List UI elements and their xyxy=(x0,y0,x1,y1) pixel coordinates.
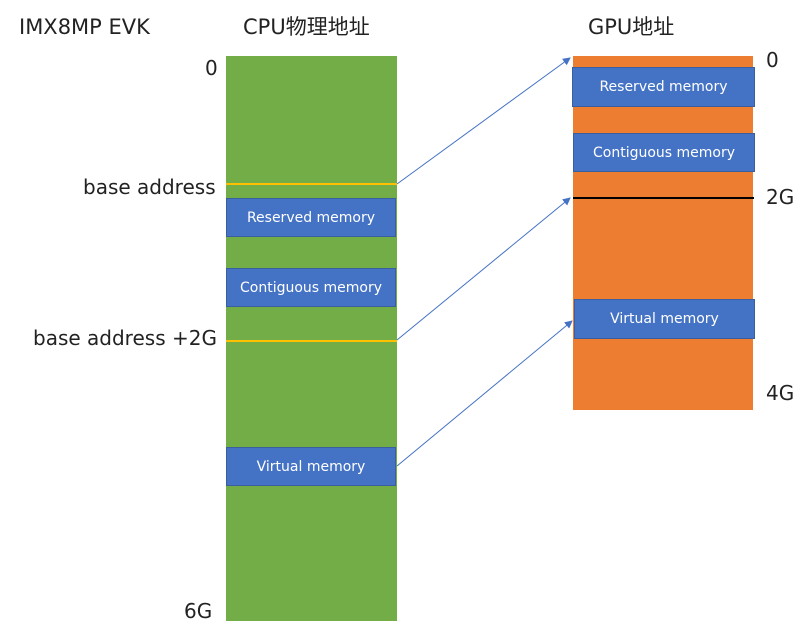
cpu-address-title: CPU物理地址 xyxy=(243,15,370,39)
cpu-address-space xyxy=(226,56,397,621)
gpu-2g-line xyxy=(573,197,754,199)
gpu-label-4g: 4G xyxy=(766,381,795,405)
cpu-reserved-memory: Reserved memory xyxy=(226,198,396,237)
gpu-address-title: GPU地址 xyxy=(588,15,675,39)
cpu-base-plus-2g-line xyxy=(226,340,397,342)
gpu-reserved-memory: Reserved memory xyxy=(572,67,755,107)
gpu-virtual-memory: Virtual memory xyxy=(574,299,755,339)
gpu-label-2g: 2G xyxy=(766,185,795,209)
cpu-label-base-plus-2g: base address +2G xyxy=(33,326,217,350)
gpu-contiguous-memory: Contiguous memory xyxy=(573,133,755,172)
cpu-label-base: base address xyxy=(83,175,216,199)
arrow-base-to-gpu-0 xyxy=(396,57,571,185)
gpu-address-space xyxy=(573,56,753,410)
cpu-contiguous-memory: Contiguous memory xyxy=(226,268,396,307)
gpu-label-start: 0 xyxy=(766,48,779,72)
cpu-label-end: 6G xyxy=(184,599,213,623)
board-name: IMX8MP EVK xyxy=(19,15,150,39)
arrow-virtual-to-gpu-virtual xyxy=(396,320,573,467)
cpu-virtual-memory: Virtual memory xyxy=(226,447,396,486)
cpu-label-start: 0 xyxy=(205,56,218,80)
cpu-base-address-line xyxy=(226,183,397,185)
arrow-base-2g-to-gpu-2g xyxy=(396,197,571,341)
